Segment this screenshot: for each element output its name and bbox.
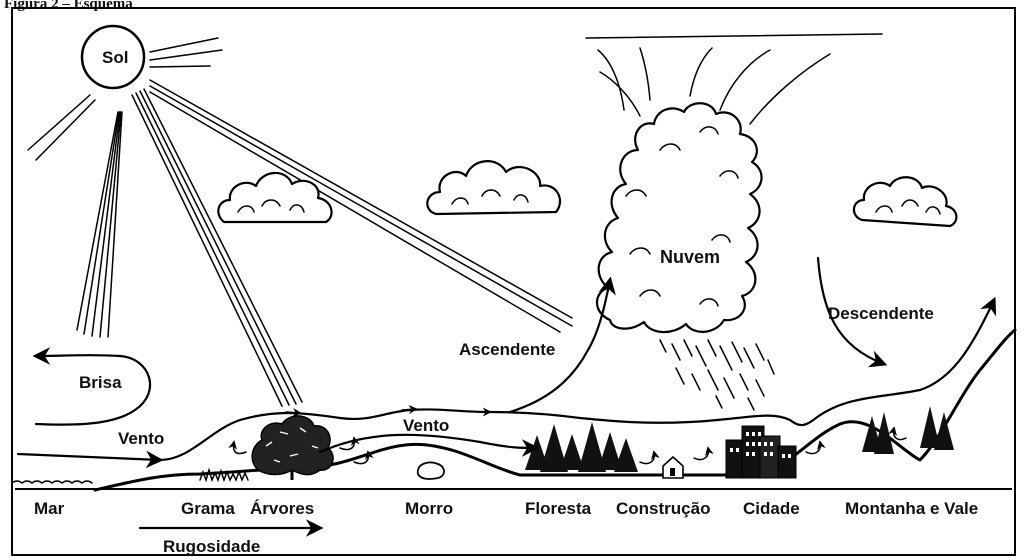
sun-icon: [27, 24, 573, 407]
city-icon: [725, 425, 797, 479]
sea-waves: [11, 480, 93, 484]
ground-label-morro: Morro: [405, 499, 453, 518]
rock-icon: [416, 461, 445, 480]
ground-label-grama: Grama: [181, 499, 235, 518]
rain: [659, 339, 775, 411]
ground-label-construcao: Construção: [616, 499, 710, 518]
forest-icon: [525, 422, 638, 472]
grass-icon: [199, 467, 249, 483]
label-nuvem: Nuvem: [660, 247, 720, 267]
label-descendente: Descendente: [828, 304, 934, 323]
label-sol: Sol: [102, 48, 128, 67]
diagram-frame: [11, 7, 1016, 556]
cloud-small-middle: [426, 160, 562, 216]
ground-label-floresta: Floresta: [525, 499, 592, 518]
figure-caption: Figura 2 – Esquema: [4, 0, 133, 12]
ground-label-montanha-vale: Montanha e Vale: [845, 499, 978, 518]
ground-label-mar: Mar: [34, 499, 65, 518]
sun-rays: [27, 37, 573, 407]
label-vento-mid: Vento: [403, 416, 449, 435]
mountain-trees-icon: [862, 406, 954, 454]
house-icon: [662, 455, 684, 479]
trees-icon: [251, 415, 334, 480]
ground-label-cidade: Cidade: [743, 499, 800, 518]
label-ascendente: Ascendente: [459, 340, 555, 359]
label-rugosidade: Rugosidade: [163, 537, 260, 556]
storm-cloud: [585, 33, 883, 334]
label-vento-left: Vento: [118, 429, 164, 448]
label-brisa: Brisa: [79, 373, 122, 392]
ground-label-arvores: Árvores: [250, 499, 314, 518]
wind-arrows: [16, 256, 997, 469]
